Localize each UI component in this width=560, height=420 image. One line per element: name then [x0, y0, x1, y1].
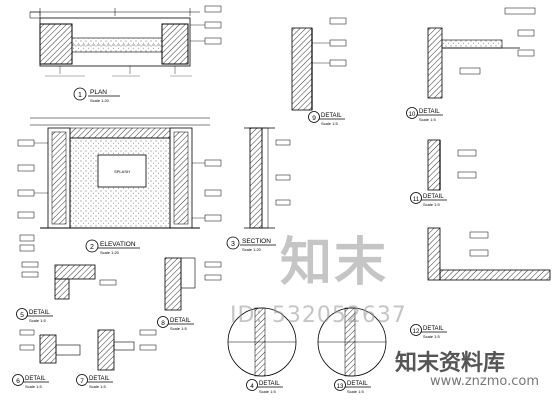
detail-10-scale: Scale 1:5 [419, 117, 436, 122]
detail-10-number: 10 [409, 112, 416, 118]
detail-9: 9 DETAIL Scale 1:5 [291, 17, 347, 126]
detail-8-title: DETAIL [170, 318, 191, 324]
detail-6-number: 6 [16, 378, 20, 385]
detail-7-title: DETAIL [89, 376, 110, 382]
detail-6-scale: Scale 1:5 [25, 384, 42, 389]
plan-callout [73, 87, 87, 101]
detail-6: 6 DETAIL Scale 1:5 [12, 329, 81, 389]
watermark-brand: 知末资料库 [395, 351, 506, 376]
elevation-title: ELEVATION [100, 241, 136, 248]
detail-8: 8 DETAIL Scale 1:5 [157, 257, 222, 331]
plan-number: 1 [78, 92, 82, 99]
section-number: 3 [231, 241, 235, 248]
watermark-logo-text: 知末 [280, 233, 389, 293]
detail-5: 5 DETAIL Scale 1:5 [16, 261, 117, 323]
section-view: 3 SECTION Scale 1:20 [226, 127, 291, 252]
detail-9-title: DETAIL [321, 113, 342, 119]
detail-13: 13 DETAIL Scale 1:5 [317, 307, 387, 394]
watermark-id: ID: 532052637 [230, 303, 407, 328]
plan-view: 1 PLAN Scale 1:20 [29, 5, 222, 103]
section-scale: Scale 1:20 [242, 247, 262, 252]
plan-title: PLAN [90, 89, 107, 96]
watermark-url: www.znzmo.com [430, 374, 540, 389]
detail-4-scale: Scale 1:5 [259, 389, 276, 394]
detail-9-scale: Scale 1:5 [321, 121, 338, 126]
detail-4-number: 4 [250, 383, 254, 390]
elevation-number: 2 [90, 244, 94, 251]
detail-11-scale: Scale 1:5 [423, 202, 440, 207]
detail-10-title: DETAIL [419, 109, 440, 115]
detail-6-title: DETAIL [25, 376, 46, 382]
elevation-scale: Scale 1:20 [100, 250, 120, 255]
detail-12: 12 DETAIL Scale 1:5 [410, 227, 551, 339]
detail-4-title: DETAIL [259, 381, 280, 387]
detail-7-scale: Scale 1:5 [89, 384, 106, 389]
detail-12-number: 12 [413, 329, 420, 335]
detail-7: 7 DETAIL Scale 1:5 [76, 329, 157, 389]
detail-9-number: 9 [312, 115, 316, 122]
detail-7-number: 7 [80, 378, 84, 385]
detail-12-scale: Scale 1:5 [423, 334, 440, 339]
detail-5-scale: Scale 1:5 [29, 318, 46, 323]
elevation-center-label: SPLASH [114, 169, 130, 174]
detail-11-number: 11 [413, 197, 420, 203]
detail-13-scale: Scale 1:5 [347, 389, 364, 394]
detail-4: 4 DETAIL Scale 1:5 [227, 307, 297, 394]
plan-scale: Scale 1:20 [90, 98, 110, 103]
detail-11: 11 DETAIL Scale 1:5 [410, 139, 477, 207]
detail-13-number: 13 [337, 384, 344, 390]
section-title: SECTION [242, 238, 271, 245]
detail-5-title: DETAIL [29, 310, 50, 316]
elevation-view: SPLASH 2 ELEVATION Scale 1:20 [17, 117, 222, 255]
detail-10: 10 DETAIL Scale 1:5 [406, 7, 536, 122]
detail-8-scale: Scale 1:5 [170, 326, 187, 331]
detail-13-title: DETAIL [347, 381, 368, 387]
detail-8-number: 8 [161, 320, 165, 327]
detail-5-number: 5 [20, 312, 24, 319]
detail-12-title: DETAIL [423, 326, 444, 332]
detail-11-title: DETAIL [423, 194, 444, 200]
